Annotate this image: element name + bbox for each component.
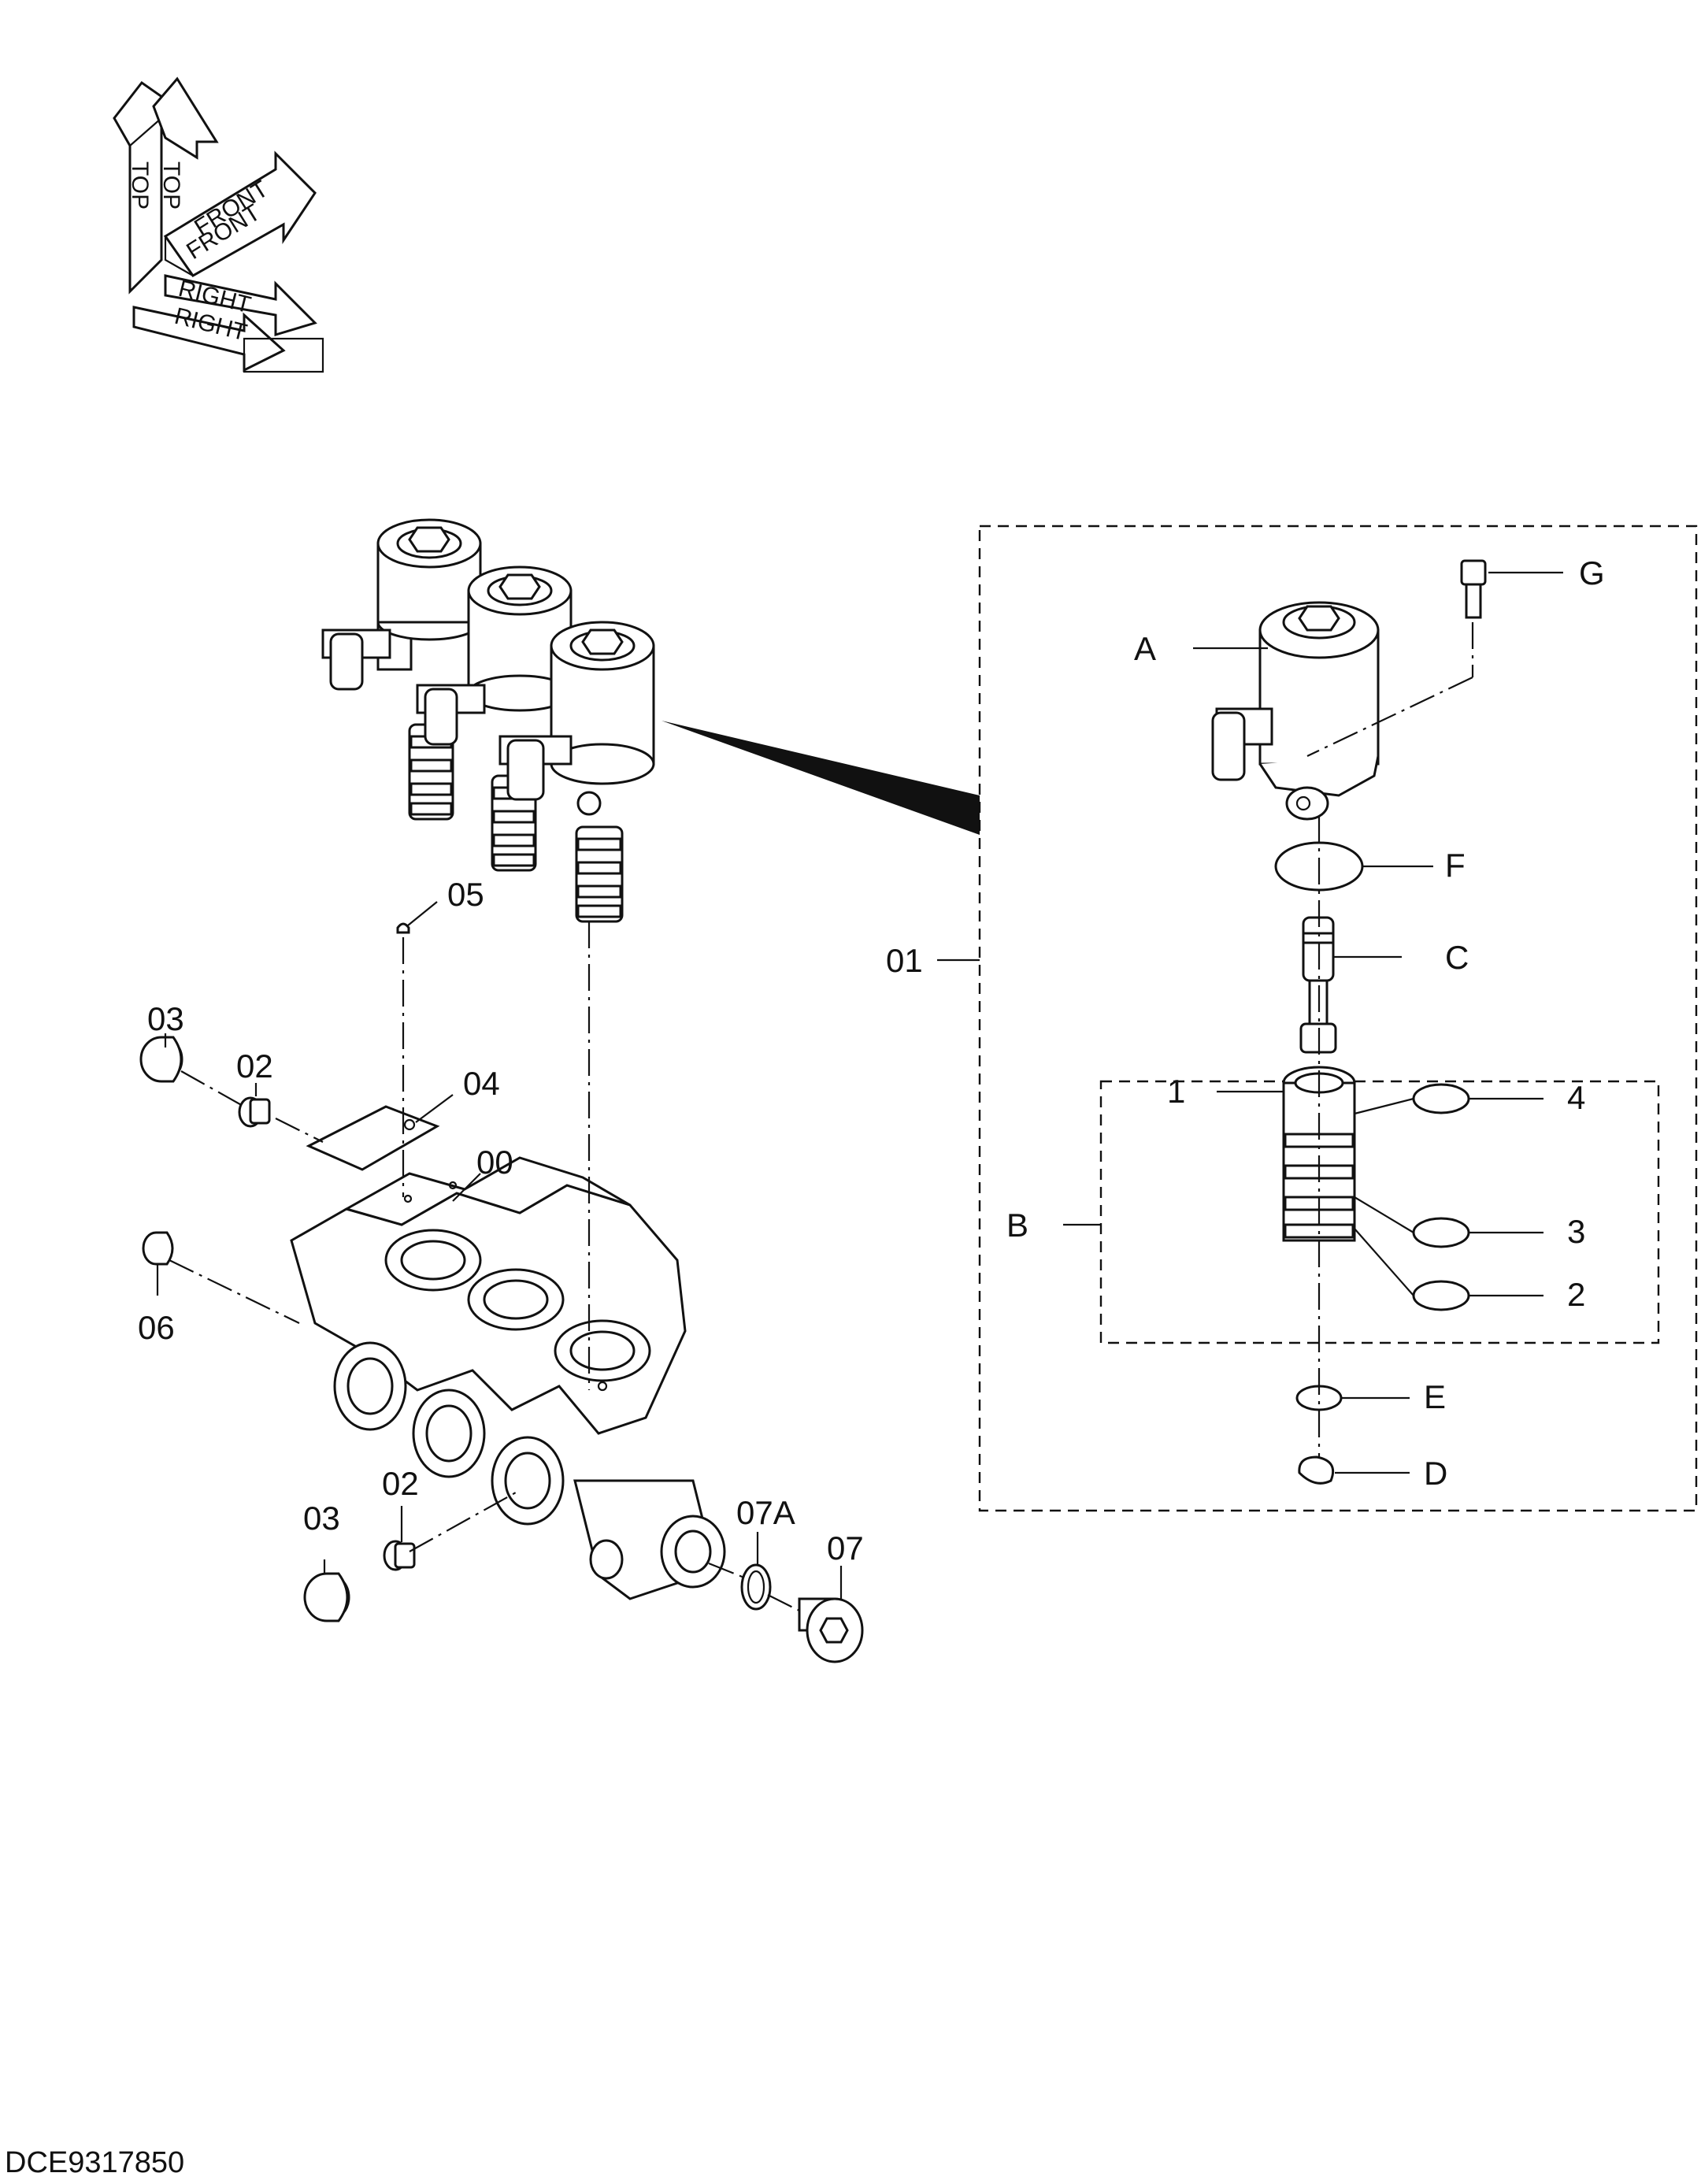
rivet-pin — [396, 922, 410, 934]
callout-G: G — [1579, 554, 1605, 591]
solenoid-valve-2 — [416, 565, 573, 872]
callout-F: F — [1445, 847, 1466, 884]
callout-02-upper: 02 — [236, 1048, 273, 1085]
callout-00: 00 — [476, 1144, 513, 1181]
assembly-center-lines — [169, 921, 800, 1611]
callout-A: A — [1134, 630, 1156, 667]
drawing-number: DCE9317850 — [5, 2146, 184, 2179]
callout-01: 01 — [886, 942, 923, 979]
snap-ring-D — [1298, 1455, 1335, 1485]
callout-04: 04 — [463, 1065, 500, 1102]
top-label-2: TOP — [158, 161, 184, 210]
callout-05: 05 — [447, 876, 484, 913]
callout-07A: 07A — [736, 1494, 795, 1531]
callout-B: B — [1006, 1207, 1028, 1244]
orientation-arrows-icon: TOP TOP FRONT FRONT RIGHT RIGHT — [113, 76, 324, 373]
callout-leaders-left — [156, 901, 843, 1599]
callout-leaders-detail — [1063, 571, 1563, 1474]
solenoid-valve-3 — [498, 621, 655, 923]
o-ring-4 — [1412, 1083, 1470, 1114]
top-label: TOP — [127, 161, 153, 210]
callout-labels: 03 02 05 04 00 06 03 02 07A 07 01 A G F … — [138, 554, 1605, 1567]
callout-3: 3 — [1567, 1213, 1585, 1250]
callout-07: 07 — [827, 1530, 864, 1567]
detail-box-B — [1099, 1080, 1660, 1344]
o-ring-2 — [1412, 1280, 1470, 1311]
detail-pointer-wedge — [662, 721, 980, 835]
callout-C: C — [1445, 939, 1469, 976]
callout-1: 1 — [1167, 1073, 1185, 1110]
callout-02-lower: 02 — [382, 1465, 419, 1502]
solenoid-coil-A — [1211, 601, 1380, 821]
callout-06: 06 — [138, 1309, 175, 1346]
o-ring-3 — [1412, 1217, 1470, 1248]
callout-03-upper: 03 — [147, 1000, 184, 1037]
plug-06 — [142, 1231, 174, 1266]
orifice-02-lower — [383, 1540, 416, 1571]
callout-E: E — [1424, 1378, 1446, 1415]
plug-07 — [798, 1597, 864, 1663]
callout-D: D — [1424, 1455, 1447, 1492]
o-ring-07A — [740, 1563, 772, 1611]
callout-4: 4 — [1567, 1079, 1585, 1116]
bolt-G — [1460, 559, 1487, 619]
plug-03-upper — [139, 1036, 183, 1083]
solenoid-valve-1 — [321, 518, 482, 821]
name-plate — [306, 1105, 440, 1171]
solenoid-valve-stack — [321, 518, 655, 923]
valve-body — [290, 1156, 726, 1600]
orifice-02-upper — [238, 1096, 271, 1128]
bolt-to-coil-line — [1306, 677, 1473, 757]
callout-2: 2 — [1567, 1276, 1585, 1313]
plug-03-lower — [303, 1572, 350, 1622]
callout-03-lower: 03 — [303, 1500, 340, 1537]
